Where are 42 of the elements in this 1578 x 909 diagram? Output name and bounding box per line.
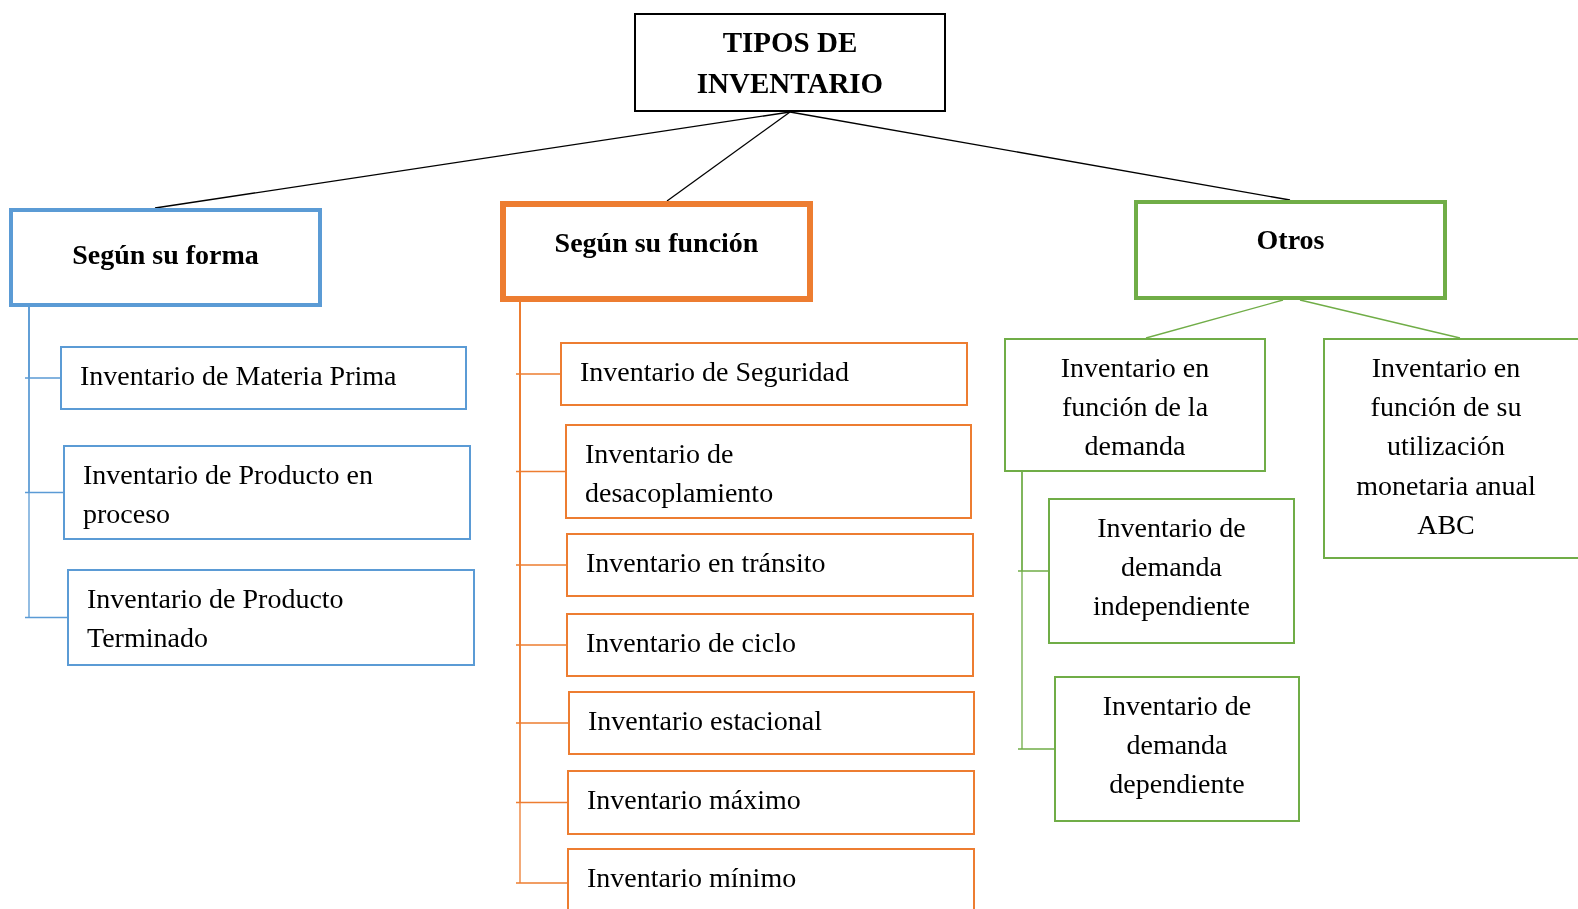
item-text: Inventario de demanda independiente [1091, 511, 1252, 624]
item-text: Inventario estacional [588, 704, 822, 738]
item-box [566, 533, 974, 597]
category-box [9, 208, 322, 307]
item-box [560, 342, 968, 406]
item-box [565, 424, 972, 519]
category-box [1134, 200, 1447, 300]
category-box [500, 201, 813, 302]
connector-line [666, 111, 791, 202]
connector-line [1145, 299, 1284, 339]
item-box [567, 848, 975, 909]
heading-text: Según su forma [72, 237, 259, 272]
item-box [1323, 338, 1578, 559]
item-box [63, 445, 471, 540]
item-box [1004, 338, 1266, 472]
connector-line [24, 306, 68, 619]
item-box [67, 569, 475, 666]
item-box [566, 613, 974, 677]
item-text: Inventario de Producto Terminado [87, 582, 345, 656]
heading-text: Otros [1256, 223, 1325, 257]
item-text: Inventario de desacoplamiento [585, 437, 775, 511]
item-text: Inventario de ciclo [586, 626, 796, 660]
item-text: Inventario de Materia Prima [80, 359, 397, 393]
item-text: Inventario de demanda dependiente [1101, 689, 1253, 802]
item-text: Inventario de Seguridad [580, 355, 850, 389]
item-text: Inventario en función de su utilización monetaria anual ABC [1355, 351, 1537, 542]
item-text: Inventario en tránsito [586, 546, 826, 580]
item-box [567, 770, 975, 835]
category-box [634, 13, 946, 112]
item-text: Inventario mínimo [587, 861, 797, 895]
item-box [1048, 498, 1295, 644]
item-box [1054, 676, 1300, 822]
item-box [568, 691, 975, 755]
item-text: Inventario máximo [587, 783, 801, 817]
item-box [60, 346, 467, 410]
connector-line [789, 111, 1291, 201]
item-text: Inventario en función de la demanda [1059, 351, 1211, 464]
heading-text: TIPOS DE INVENTARIO [695, 24, 885, 101]
connector-line [1299, 299, 1461, 339]
heading-text: Según su función [554, 226, 759, 260]
item-text: Inventario de Producto en proceso [83, 458, 375, 532]
connector-line [1017, 471, 1055, 750]
